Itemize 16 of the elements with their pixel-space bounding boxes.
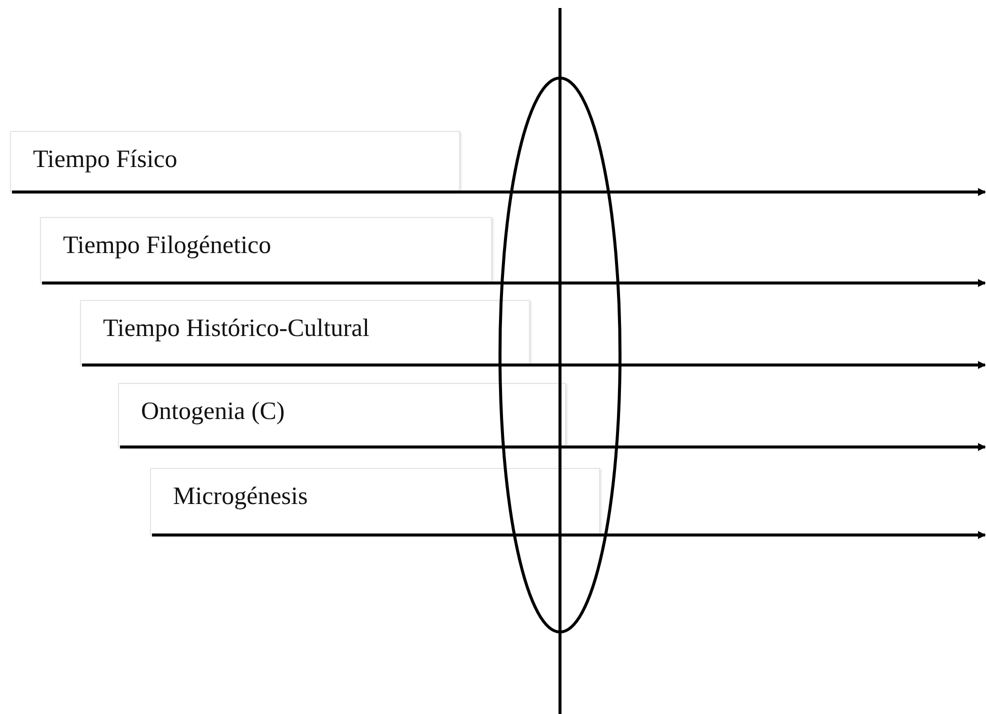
timeline-label: Ontogenia (C) — [141, 398, 285, 426]
timeline-arrow — [42, 279, 986, 287]
label-box — [118, 383, 566, 447]
timeline-arrow — [12, 188, 986, 196]
label-box — [80, 300, 530, 365]
timeline-arrow — [82, 361, 986, 369]
timeline-arrow — [120, 443, 986, 451]
label-box — [10, 131, 460, 192]
timeline-label: Microgénesis — [173, 483, 308, 511]
timeline-label: Tiempo Histórico-Cultural — [103, 315, 370, 343]
ellipse — [498, 76, 622, 634]
timeline-arrow — [152, 531, 986, 539]
label-box — [40, 217, 492, 283]
timeline-label: Tiempo Filogénetico — [63, 232, 272, 260]
label-box — [150, 468, 600, 535]
timeline-label: Tiempo Físico — [33, 146, 178, 174]
